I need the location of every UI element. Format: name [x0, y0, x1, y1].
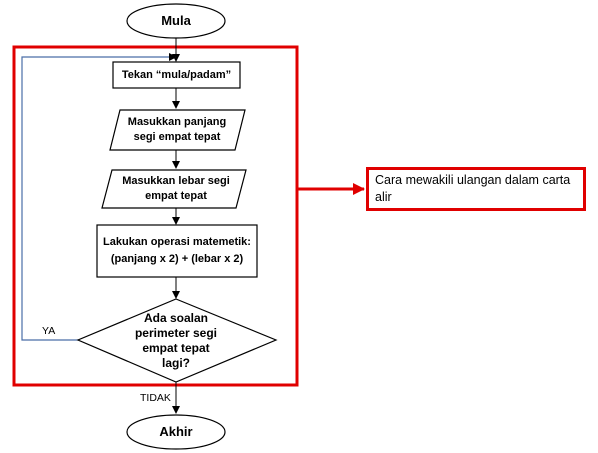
step-press-button-box	[112, 61, 241, 89]
annotation-line2: alir	[375, 190, 392, 204]
yes-branch-label: YA	[42, 325, 56, 337]
loop-return-line	[21, 53, 177, 341]
process-box	[96, 224, 258, 278]
loop-highlight-box	[12, 45, 299, 387]
decision-label-line3: empat tepat	[142, 341, 210, 355]
input-width-shape	[101, 169, 247, 209]
end-label: Akhir	[159, 424, 193, 439]
process-label-line1: Lakukan operasi matemetik:	[103, 236, 251, 248]
input-length-label-line2: segi empat tepat	[133, 131, 221, 143]
decision-label-line1: Ada soalan	[143, 311, 209, 325]
no-branch-label: TIDAK	[140, 392, 171, 404]
end-terminal	[126, 414, 226, 450]
input-width-label-line1: Masukkan lebar segi	[122, 175, 230, 187]
decision-label-line2: perimeter segi	[134, 326, 218, 340]
input-width-label-line2: empat tepat	[145, 190, 207, 202]
input-length-label-line1: Masukkan panjang	[127, 116, 227, 128]
step-press-button-label: Tekan “mula/padam”	[121, 69, 232, 81]
annotation-text: Cara mewakili ulangan dalam carta alir	[375, 172, 580, 206]
annotation-line1: Cara mewakili ulangan dalam carta	[375, 173, 571, 187]
process-label-line2: (panjang x 2) + (lebar x 2)	[110, 253, 244, 265]
decision-label-line4: lagi?	[161, 356, 190, 370]
annotation-box	[366, 167, 586, 211]
start-label: Mula	[161, 13, 191, 28]
input-length-shape	[109, 109, 246, 151]
